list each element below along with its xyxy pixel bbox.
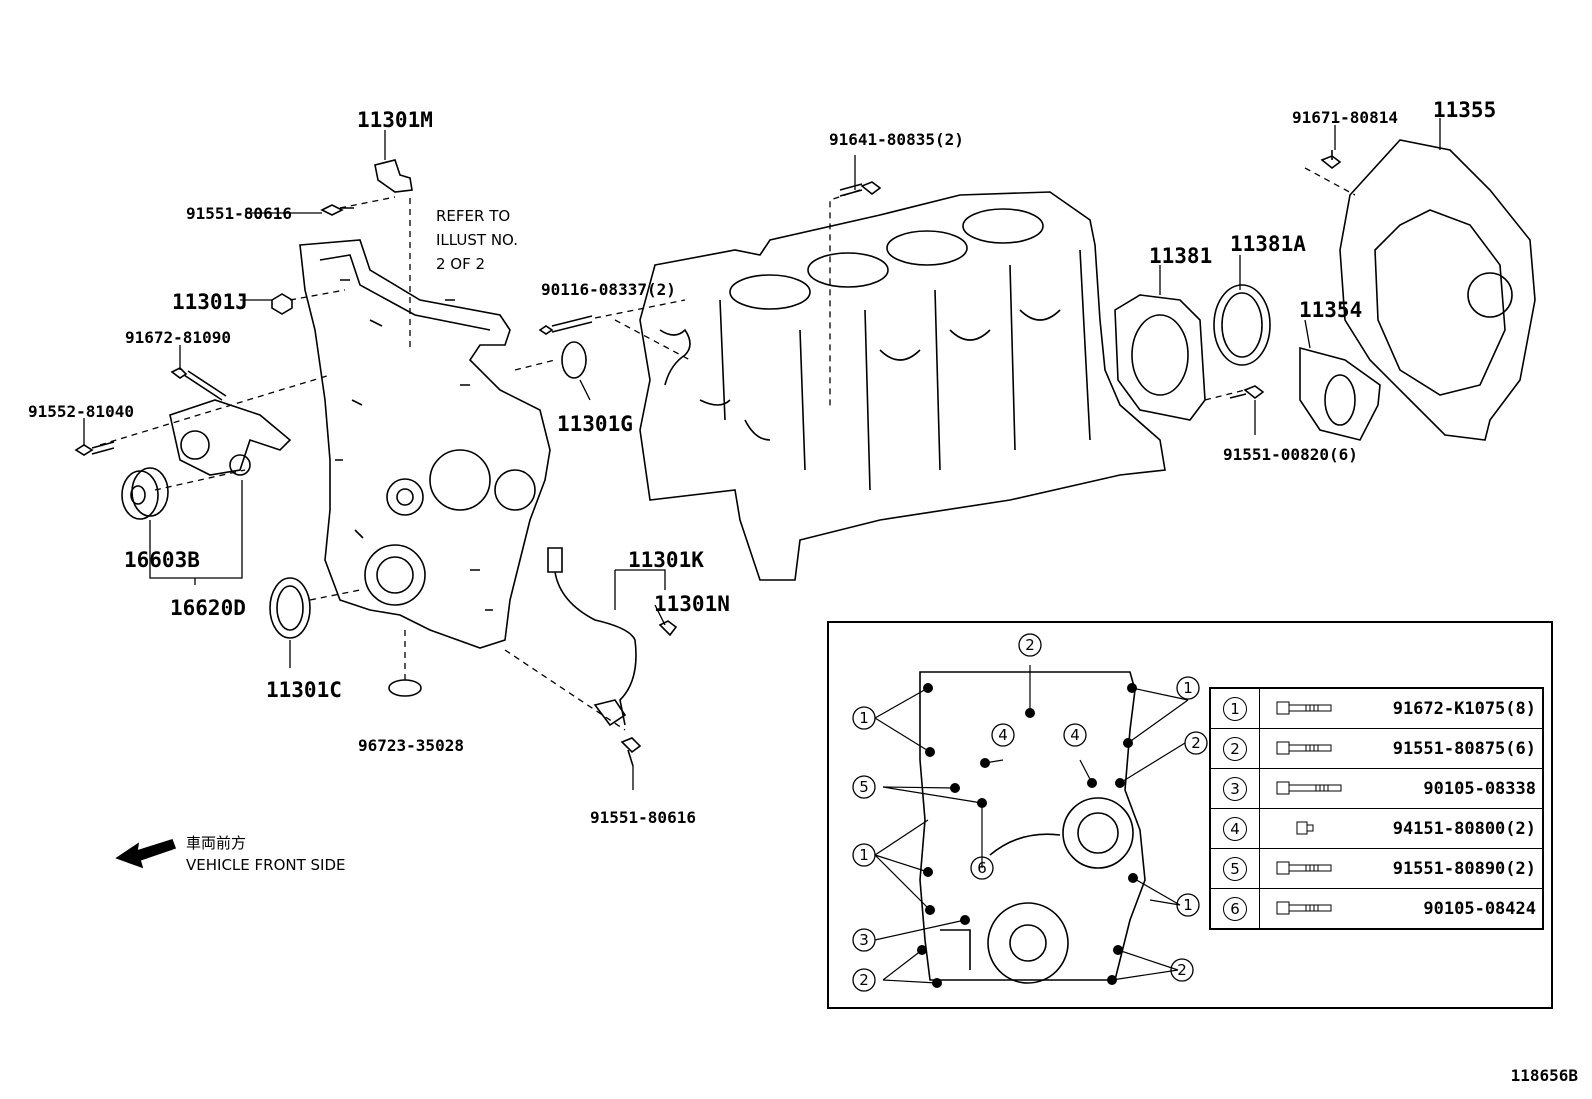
label-91671-80814: 91671-80814 — [1292, 108, 1398, 127]
inset-callout-3: 3 — [859, 931, 869, 949]
label-11301C: 11301C — [266, 678, 342, 702]
long-bolt-icon — [1276, 741, 1332, 755]
bolt-legend-table: 1 91672-K1075(8) 2 91551-80875(6) 3 9010… — [1209, 687, 1544, 930]
legend-number: 2 — [1223, 736, 1247, 761]
label-91551-80616-top: 91551-80616 — [186, 204, 292, 223]
label-11381: 11381 — [1149, 244, 1213, 268]
bolt-91672 — [170, 367, 227, 401]
legend-number: 3 — [1223, 776, 1247, 801]
label-11301M: 11301M — [357, 108, 433, 132]
label-11354: 11354 — [1299, 298, 1363, 322]
inset-callout-4b: 4 — [1070, 726, 1080, 744]
legend-part-number: 90105-08338 — [1423, 779, 1536, 799]
label-91641-80835: 91641-80835(2) — [829, 130, 964, 149]
long-bolt-icon — [1276, 701, 1332, 715]
legend-row: 4 94151-80800(2) — [1209, 808, 1544, 849]
label-11301G: 11301G — [557, 412, 633, 436]
front-arrow-icon — [115, 839, 177, 869]
bolt-91551-top — [320, 204, 354, 216]
leader-lines — [99, 167, 1356, 731]
inset-callout-1b: 1 — [1183, 679, 1193, 697]
rear-oil-seal — [1213, 284, 1271, 366]
legend-number: 6 — [1223, 896, 1247, 921]
legend-part-number: 91551-80890(2) — [1392, 859, 1536, 879]
label-11301N: 11301N — [654, 592, 730, 616]
bolt-91551-00820 — [1229, 385, 1265, 400]
legend-row: 3 90105-08338 — [1209, 768, 1544, 809]
crank-position-sensor — [547, 547, 637, 727]
label-11355: 11355 — [1433, 98, 1497, 122]
inset-callout-2c: 2 — [1191, 734, 1201, 752]
bolt-location-inset: 1 1 5 1 3 2 2 4 6 4 1 2 2 — [827, 621, 1553, 1009]
vehicle-front-japanese: 車両前方 — [186, 834, 247, 852]
end-plate-11355 — [1339, 139, 1536, 441]
label-90116-08337: 90116-08337(2) — [541, 280, 676, 299]
inset-callout-1d: 1 — [1183, 896, 1193, 914]
o-ring-96723 — [388, 679, 422, 697]
long-bolt-icon — [1276, 781, 1342, 795]
legend-number: 1 — [1223, 696, 1247, 721]
legend-part-number: 94151-80800(2) — [1392, 819, 1536, 839]
bolt-91671 — [1320, 150, 1342, 170]
inset-callout-1c: 1 — [859, 846, 869, 864]
label-96723-35028: 96723-35028 — [358, 736, 464, 755]
rear-oil-seal-retainer — [1114, 294, 1206, 421]
inset-callout-2d: 2 — [1177, 961, 1187, 979]
label-11301J: 11301J — [172, 290, 248, 314]
bolt-91552 — [74, 441, 115, 456]
label-16603B: 16603B — [124, 548, 200, 572]
inset-callout-6: 6 — [977, 859, 987, 877]
legend-row: 1 91672-K1075(8) — [1209, 687, 1544, 729]
refer-note: REFER TO ILLUST NO. 2 OF 2 — [436, 207, 519, 273]
cam-position-sensor — [374, 159, 413, 193]
label-91552-81040: 91552-81040 — [28, 402, 134, 421]
legend-row: 5 91551-80890(2) — [1209, 848, 1544, 889]
legend-number: 4 — [1223, 816, 1247, 841]
bolt-91641 — [839, 181, 882, 197]
stud-90116 — [538, 315, 593, 335]
bolt-11301N — [658, 620, 678, 637]
label-91672-81090: 91672-81090 — [125, 328, 231, 347]
label-11301K: 11301K — [628, 548, 704, 572]
vehicle-front-side-note: 車両前方 VEHICLE FRONT SIDE — [186, 832, 346, 876]
inset-callout-2a: 2 — [859, 971, 869, 989]
label-11381A: 11381A — [1230, 232, 1306, 256]
legend-part-number: 91672-K1075(8) — [1392, 699, 1536, 719]
inset-callout-1a: 1 — [859, 709, 869, 727]
legend-row: 6 90105-08424 — [1209, 888, 1544, 930]
cover-11354 — [1299, 346, 1381, 441]
timing-chain-cover — [299, 239, 551, 649]
legend-row: 2 91551-80875(6) — [1209, 728, 1544, 769]
inset-callout-5: 5 — [859, 778, 869, 796]
cylinder-block — [639, 191, 1166, 581]
stud-nut-icon — [1296, 821, 1314, 835]
idler-pulley — [121, 467, 169, 520]
long-bolt-icon — [1276, 861, 1332, 875]
legend-part-number: 90105-08424 — [1423, 899, 1536, 919]
label-91551-00820: 91551-00820(6) — [1223, 445, 1358, 464]
callout-lines — [83, 118, 1441, 790]
label-91551-80616-bottom: 91551-80616 — [590, 808, 696, 827]
vehicle-front-english: VEHICLE FRONT SIDE — [186, 856, 346, 874]
figure-id: 118656B — [1510, 1066, 1578, 1085]
inset-callout-4a: 4 — [998, 726, 1008, 744]
bolt-91551-bottom — [620, 737, 642, 767]
legend-part-number: 91551-80875(6) — [1392, 739, 1536, 759]
front-oil-seal — [269, 577, 311, 639]
long-bolt-icon — [1276, 901, 1332, 915]
label-16620D: 16620D — [170, 596, 246, 620]
nut-11301J — [271, 293, 293, 315]
legend-number: 5 — [1223, 856, 1247, 881]
tensioner-bracket — [169, 399, 292, 476]
inset-callout-2b: 2 — [1025, 636, 1035, 654]
o-ring-11301G — [561, 341, 587, 379]
